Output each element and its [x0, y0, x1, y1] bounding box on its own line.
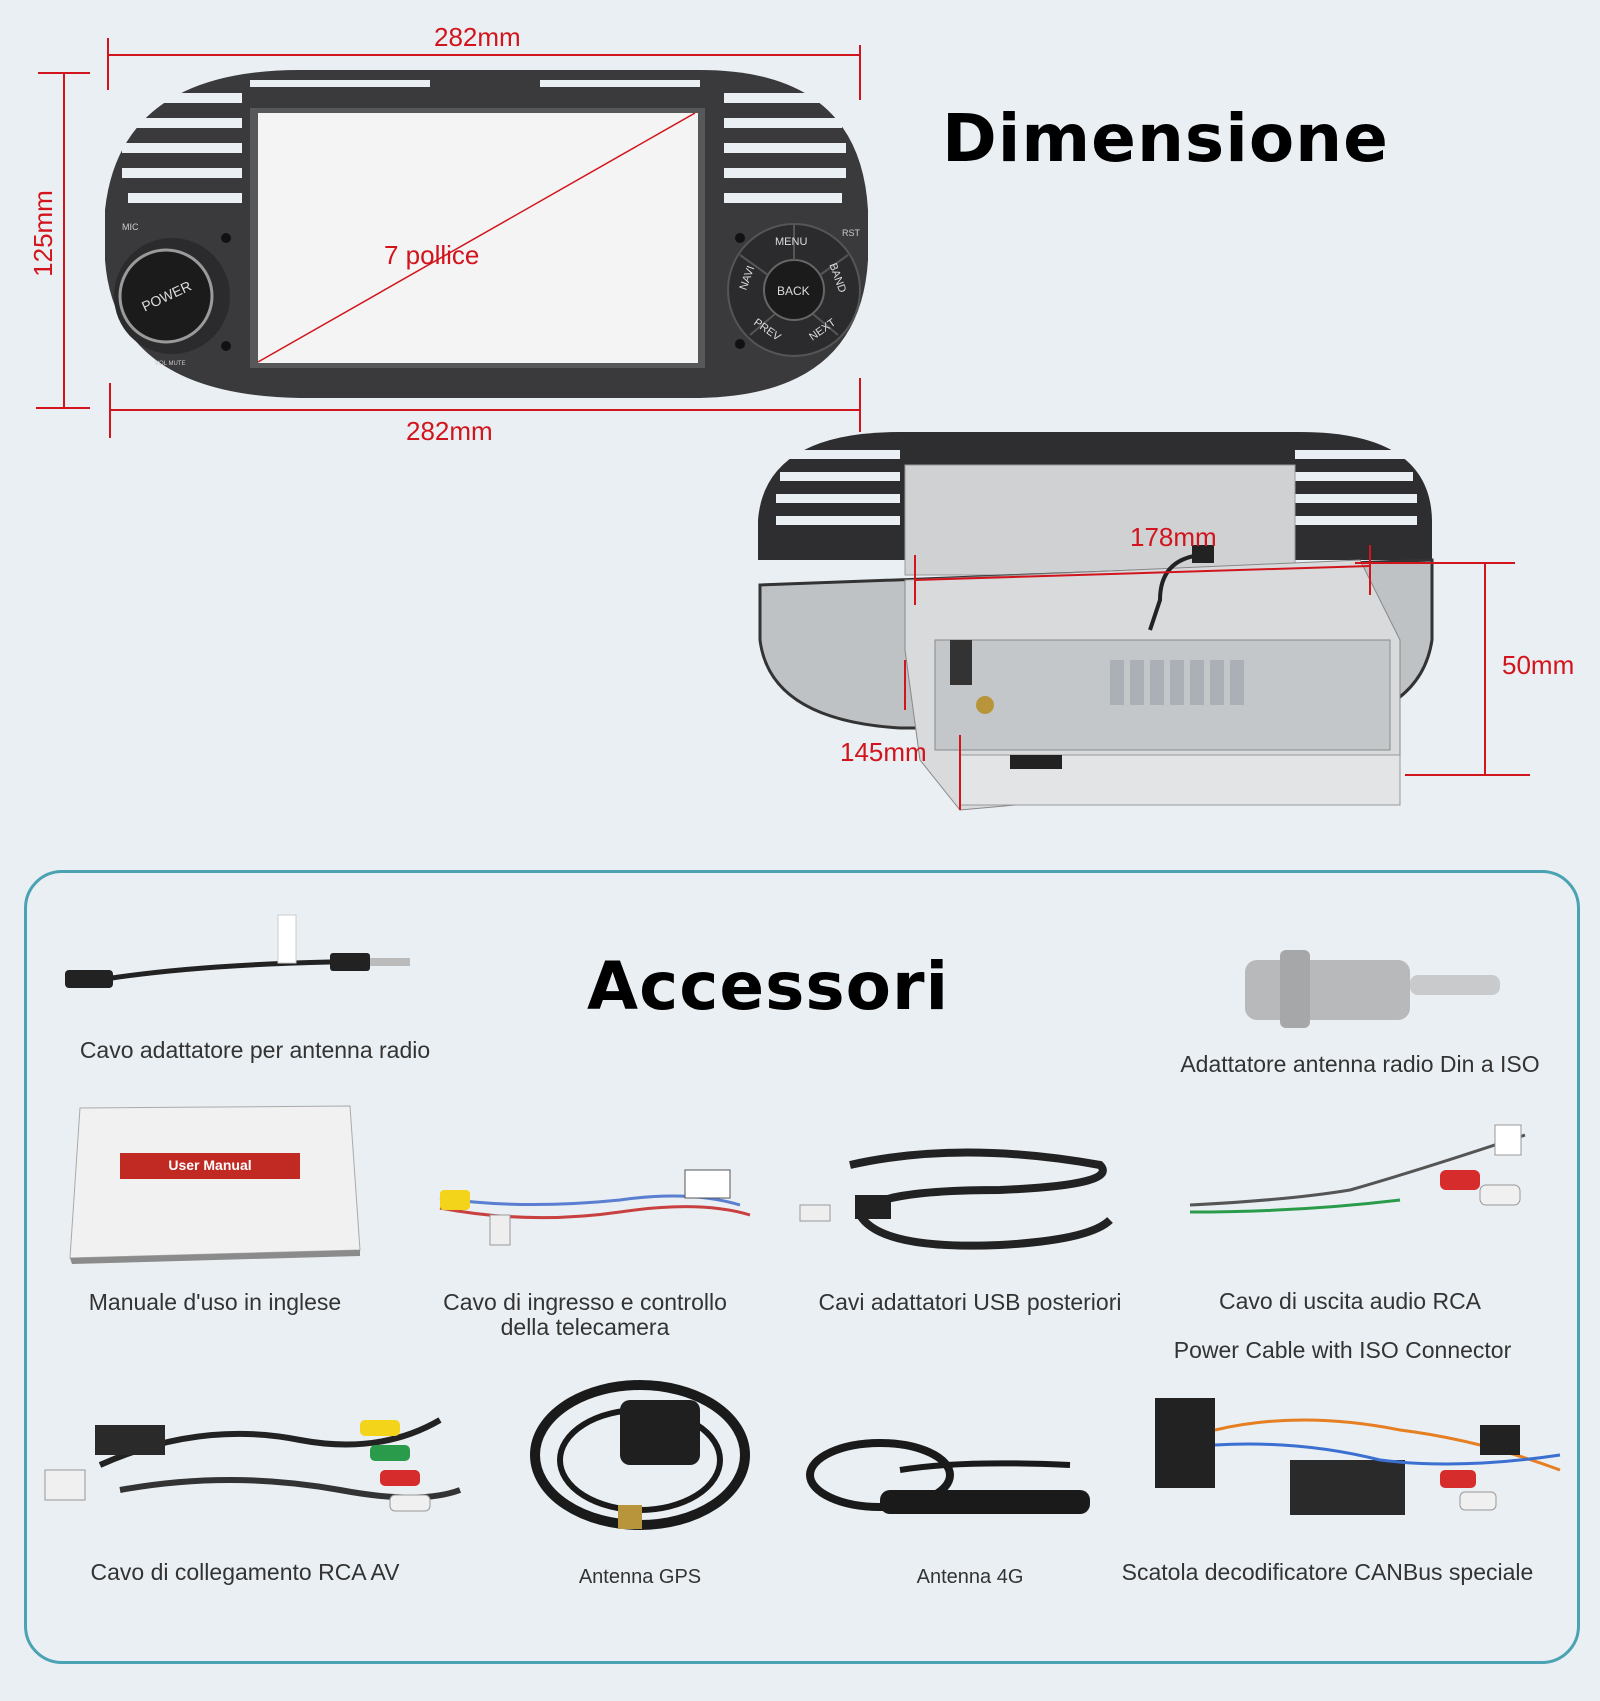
- accessory-caption: Scatola decodificatore CANBus speciale: [1121, 1559, 1534, 1585]
- accessory-caption: Cavo di uscita audio RCA: [1218, 1288, 1482, 1314]
- dimensione-heading: Dimensione: [942, 100, 1389, 177]
- accessory-caption: Antenna GPS: [578, 1566, 702, 1588]
- screen-size-label: 7 pollice: [384, 240, 480, 270]
- bottom-width-label: 282mm: [406, 416, 493, 446]
- depth-label: 50mm: [1502, 650, 1575, 680]
- accessory-caption: Power Cable with ISO Connector: [1173, 1337, 1512, 1363]
- depth-front-label: 145mm: [840, 737, 927, 767]
- rst-label: RST: [842, 228, 860, 238]
- accessory-caption: Manuale d'uso in inglese: [88, 1289, 342, 1315]
- accessories-panel: [24, 870, 1580, 1664]
- back-button-label: BACK: [777, 284, 810, 298]
- prev-button-label: PREV: [751, 316, 783, 344]
- accessory-caption: Cavo adattatore per antenna radio: [79, 1037, 431, 1063]
- menu-button-label: MENU: [775, 236, 808, 248]
- top-width-label: 282mm: [434, 22, 521, 52]
- accessory-caption: Adattatore antenna radio Din a ISO: [1180, 1051, 1540, 1077]
- accessory-caption: Cavi adattatori USB posteriori: [818, 1289, 1122, 1315]
- height-label: 125mm: [27, 190, 58, 277]
- accessory-caption: Cavo di ingresso e controllo della telec…: [443, 1289, 727, 1340]
- power-knob-label: POWER: [139, 277, 194, 315]
- depth-width-label: 178mm: [1130, 522, 1217, 552]
- accessory-caption: Antenna 4G: [916, 1566, 1024, 1588]
- mic-label: MIC: [122, 222, 139, 232]
- next-button-label: NEXT: [807, 316, 839, 344]
- manual-badge: User Manual: [168, 1157, 252, 1173]
- vol-mute-label: VOL MUTE: [155, 361, 186, 367]
- accessori-heading: Accessori: [587, 948, 950, 1025]
- accessory-caption: Cavo di collegamento RCA AV: [90, 1559, 400, 1585]
- band-button-label: BAND: [826, 261, 849, 295]
- navi-button-label: NAVI: [737, 264, 758, 292]
